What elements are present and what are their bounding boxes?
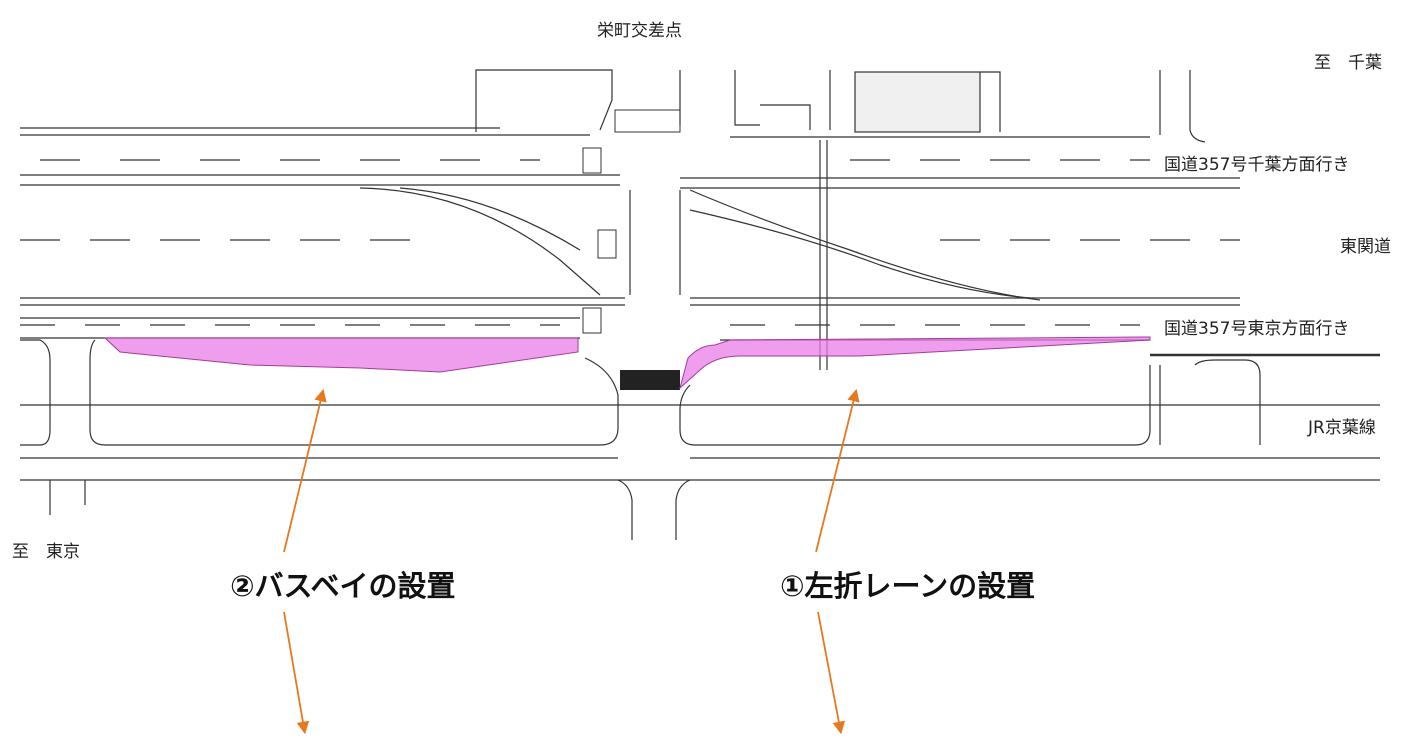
left-turn-lane-highlight <box>679 336 1151 390</box>
callout-arrows <box>283 388 860 735</box>
left-turn-callout: ①左折レーンの設置 <box>780 569 1036 603</box>
route357-chiba-label: 国道357号千葉方面行き <box>1164 155 1350 175</box>
left-turn-arrow-down <box>817 611 846 735</box>
improvement-highlights <box>103 336 1151 390</box>
bus-bay-arrow-down <box>283 611 310 735</box>
lower-blocks <box>20 339 1380 540</box>
left-turn-arrow-up <box>815 388 860 553</box>
higashikan-lanes <box>20 140 1240 370</box>
to-chiba-label: 至 千葉 <box>1314 53 1382 73</box>
bus-bay-arrow-up <box>283 388 327 553</box>
route357-tokyo-label: 国道357号東京方面行き <box>1164 319 1350 339</box>
bus-bay-highlight <box>103 337 579 373</box>
intersection-label: 栄町交差点 <box>597 21 682 41</box>
top-structures <box>475 69 1206 143</box>
bus-bay-callout: ②バスベイの設置 <box>230 569 456 603</box>
route357-chiba-lanes <box>20 127 1240 189</box>
to-tokyo-label: 至 東京 <box>12 542 80 562</box>
higashikan-label: 東関道 <box>1340 237 1391 257</box>
crosswalks <box>582 109 681 390</box>
jr-keiyo-label: JR京葉線 <box>1308 418 1376 438</box>
